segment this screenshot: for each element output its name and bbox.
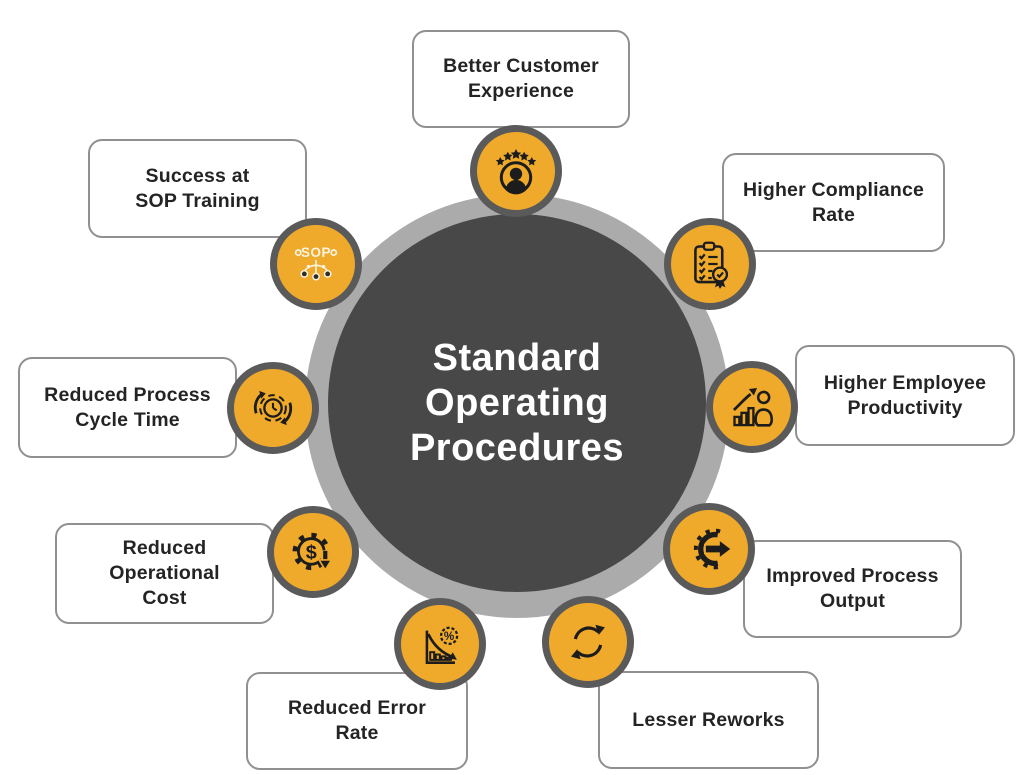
icon-circle-reduced-operational-cost: $ xyxy=(267,506,359,598)
svg-text:$: $ xyxy=(306,541,317,563)
compliance-checklist-icon xyxy=(694,241,729,289)
icon-circle-higher-compliance-rate xyxy=(664,218,756,310)
icon-circle-reduced-error-rate: % xyxy=(394,598,486,690)
gear-dollar-down-icon: $ xyxy=(292,532,333,572)
svg-text:%: % xyxy=(444,630,455,643)
icon-circle-success-at-sop-training: SOP xyxy=(270,218,362,310)
icon-circle-reduced-process-cycle-time xyxy=(227,362,319,454)
icon-circle-higher-employee-productivity xyxy=(706,361,798,453)
svg-text:SOP: SOP xyxy=(301,245,331,260)
declining-chart-percent-icon: % xyxy=(425,626,459,664)
label-box-lesser-reworks: Lesser Reworks xyxy=(598,671,819,769)
customer-rating-icon xyxy=(495,148,537,195)
icon-circle-improved-process-output xyxy=(663,503,755,595)
employee-growth-icon xyxy=(732,387,774,427)
gear-arrow-icon xyxy=(693,528,734,570)
icon-circle-better-customer-experience xyxy=(470,125,562,217)
stopwatch-cycle-icon xyxy=(253,390,293,426)
label-text: Lesser Reworks xyxy=(632,708,785,731)
refresh-arrows-icon xyxy=(571,624,605,660)
icon-circle-lesser-reworks xyxy=(542,596,634,688)
center-circle xyxy=(328,214,706,592)
sop-network-icon: SOP xyxy=(294,245,338,281)
